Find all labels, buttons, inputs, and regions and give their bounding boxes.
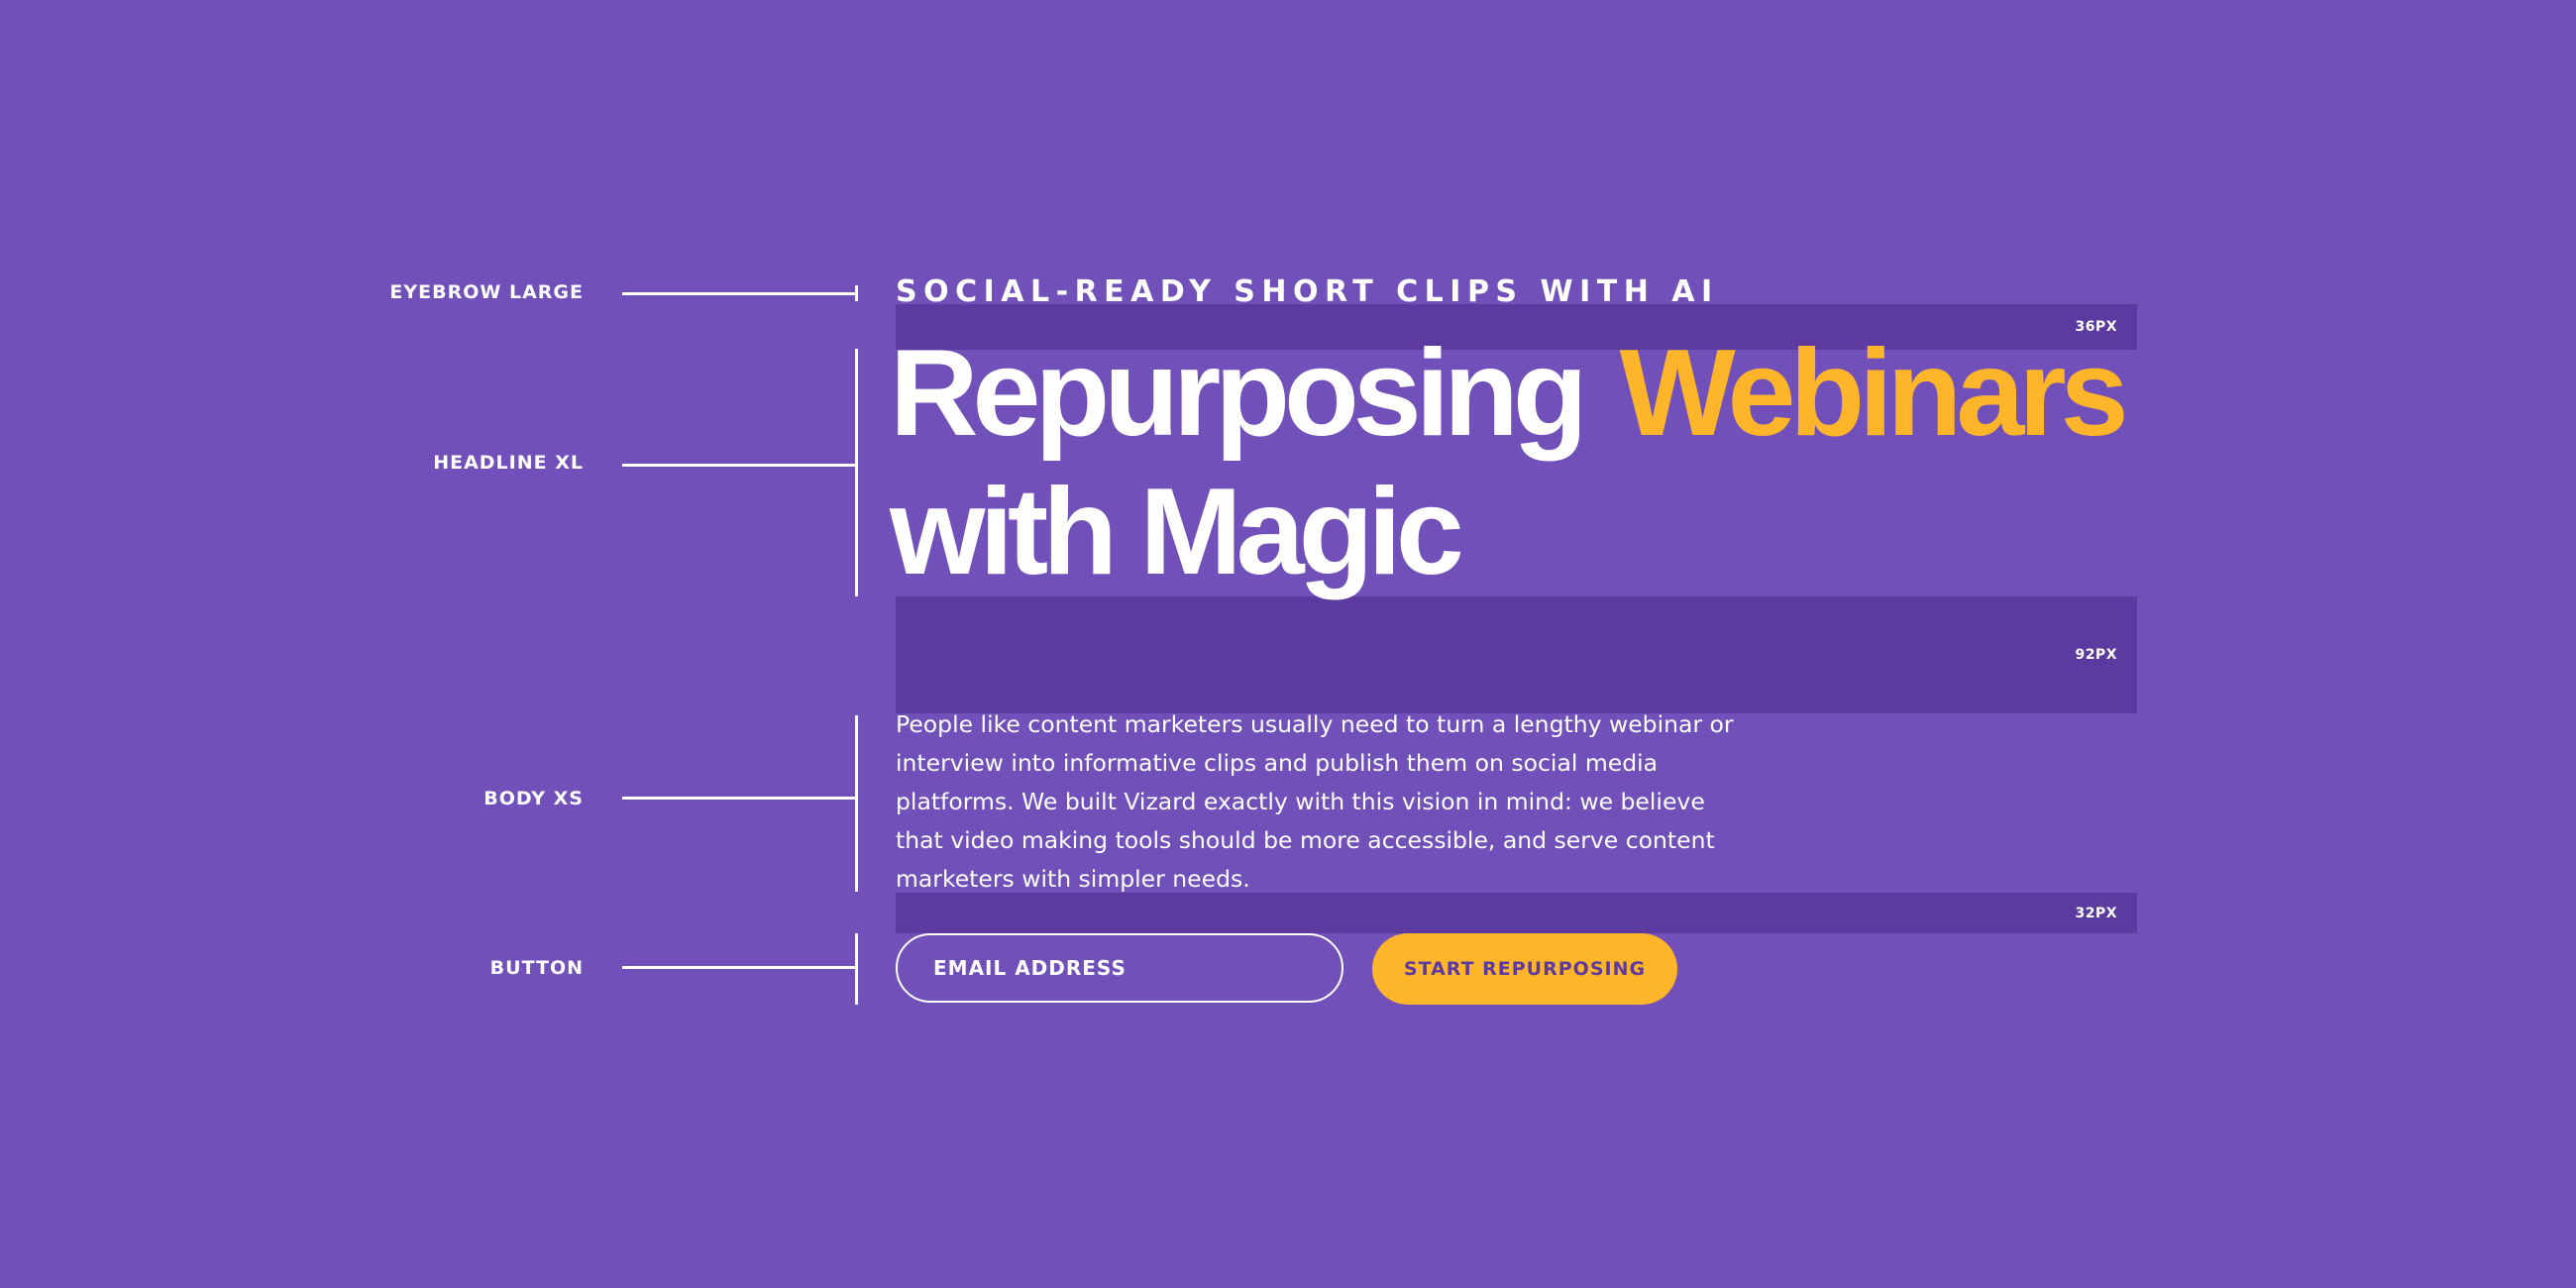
connector-line-body (622, 797, 856, 800)
body-copy: People like content marketers usually ne… (896, 710, 1734, 893)
spec-label-eyebrow-large: EYEBROW LARGE (389, 281, 584, 303)
email-placeholder: EMAIL ADDRESS (933, 956, 1127, 980)
connector-line-eyebrow (622, 292, 856, 295)
connector-bracket-eyebrow (855, 285, 858, 301)
eyebrow-text: SOCIAL-READY SHORT CLIPS WITH AI (896, 274, 1719, 309)
start-repurposing-label: START REPURPOSING (1403, 958, 1647, 980)
connector-bracket-button (855, 933, 858, 1005)
connector-bracket-headline (855, 349, 858, 596)
start-repurposing-button[interactable]: START REPURPOSING (1372, 933, 1677, 1005)
connector-line-button (622, 966, 856, 969)
spacing-band-36: 36PX (896, 304, 2137, 350)
spacing-value-36: 36PX (2075, 319, 2117, 335)
headline-part-1: Repurposing (890, 325, 1588, 462)
spacing-band-92: 92PX (896, 596, 2137, 713)
connector-line-headline (622, 464, 856, 467)
spec-label-button: BUTTON (489, 957, 584, 979)
headline-line-2: with Magic (890, 464, 1464, 600)
headline-accent: Webinars (1619, 325, 2129, 462)
email-input[interactable]: EMAIL ADDRESS (896, 933, 1343, 1003)
spacing-value-92: 92PX (2075, 647, 2117, 663)
spacing-value-32: 32PX (2075, 905, 2117, 921)
spec-label-headline-xl: HEADLINE XL (433, 452, 584, 474)
connector-bracket-body (855, 715, 858, 892)
spec-label-body-xs: BODY XS (483, 788, 584, 809)
spacing-band-32: 32PX (896, 893, 2137, 933)
